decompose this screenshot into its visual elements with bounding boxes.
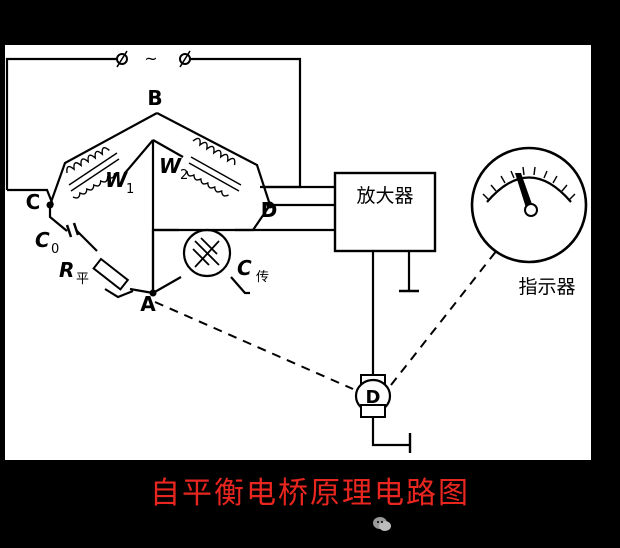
circuit-diagram: ~ bbox=[5, 49, 588, 453]
diagram-text: W bbox=[105, 168, 128, 192]
ac-symbol: ~ bbox=[144, 49, 157, 68]
motor: D bbox=[354, 374, 392, 418]
diagram-panel: ~ bbox=[5, 45, 591, 460]
diagram-text: 2 bbox=[180, 168, 188, 183]
node-a-label: A bbox=[140, 292, 156, 316]
w2-label: W 2 bbox=[159, 154, 188, 183]
mechanical-link-a bbox=[154, 301, 354, 390]
wechat-icon bbox=[373, 517, 391, 531]
node-d-label: D bbox=[261, 198, 278, 222]
diagram-caption: 自平衡电桥原理电路图 bbox=[150, 476, 470, 511]
sensor-capacitor bbox=[182, 228, 232, 278]
winding-w1-coil bbox=[66, 147, 120, 199]
amplifier-label: 放大器 bbox=[356, 185, 413, 207]
gauge-needle bbox=[515, 173, 533, 211]
indicator-gauge bbox=[470, 146, 588, 264]
diagram-text: 传 bbox=[256, 270, 269, 285]
w1-label: W 1 bbox=[105, 168, 134, 197]
c-sensor-label: C 传 bbox=[237, 256, 269, 285]
diagram-text: C bbox=[237, 256, 252, 280]
r-label: R 平 bbox=[59, 258, 89, 287]
node-b-label: B bbox=[147, 86, 162, 110]
capacitor-c0 bbox=[65, 222, 80, 238]
motor-label: D bbox=[366, 387, 381, 408]
amplifier: 放大器 bbox=[333, 171, 437, 253]
gauge-ticks bbox=[482, 166, 576, 201]
node-c-label: C bbox=[26, 190, 41, 214]
diagram-text: R bbox=[59, 258, 74, 282]
resistor-r bbox=[92, 257, 130, 291]
c0-label: C 0 bbox=[35, 228, 59, 257]
diagram-text: C bbox=[35, 228, 50, 252]
diagram-text: 0 bbox=[51, 242, 59, 257]
diagram-text: W bbox=[159, 154, 182, 178]
watermark bbox=[372, 512, 612, 536]
winding-w2-coil bbox=[186, 137, 242, 197]
diagram-text: 1 bbox=[126, 182, 134, 197]
diagram-text: 平 bbox=[76, 272, 89, 287]
indicator-label: 指示器 bbox=[518, 276, 575, 298]
